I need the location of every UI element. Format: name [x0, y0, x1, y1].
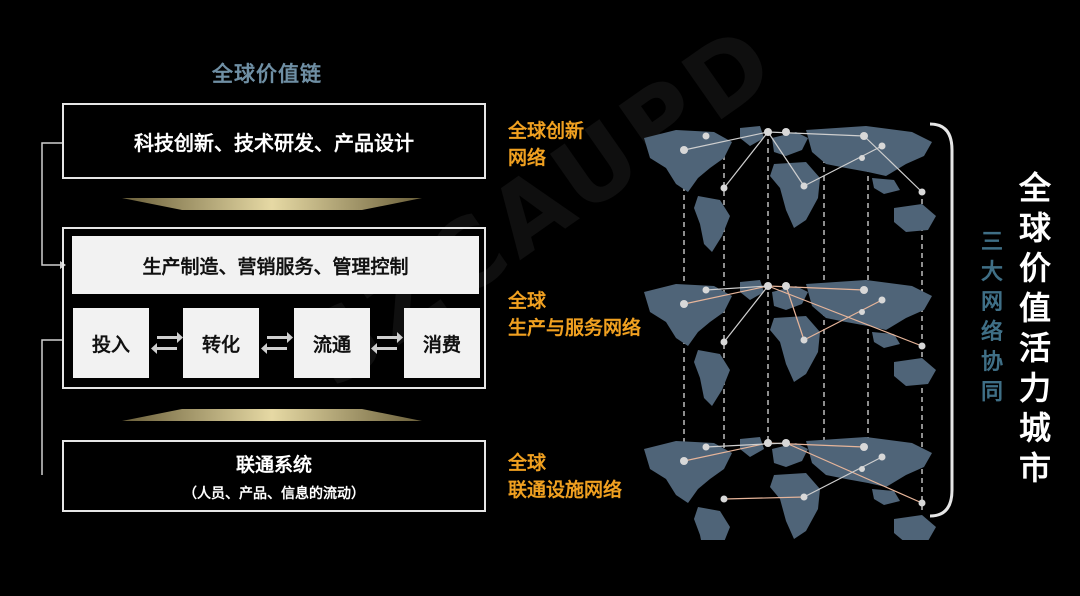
- city-char: 市: [1018, 449, 1051, 487]
- production-network-line1: 全球: [508, 290, 547, 312]
- city-char: 城: [1018, 409, 1051, 447]
- connection-system-box: 联通系统 （人员、产品、信息的流动）: [62, 440, 486, 512]
- production-frame: [62, 227, 486, 389]
- city-char: 价: [1018, 249, 1051, 287]
- tech-innovation-box: 科技创新、技术研发、产品设计: [62, 103, 486, 179]
- right-brace: [929, 122, 954, 518]
- step-consume: 消费: [404, 308, 480, 378]
- step-input: 投入: [73, 308, 149, 378]
- exchange-arrows-icon: [261, 332, 293, 354]
- innovation-network-line2: 网络: [508, 147, 547, 169]
- lower-chevron-bar: [122, 409, 422, 421]
- tech-innovation-label: 科技创新、技术研发、产品设计: [134, 130, 414, 155]
- production-bar: 生产制造、营销服务、管理控制: [72, 236, 479, 294]
- connection-network-line1: 全球: [508, 452, 547, 474]
- innovation-network-line1: 全球创新: [508, 120, 585, 142]
- innovation-network-label: 全球创新 网络: [508, 118, 584, 172]
- step-transform: 转化: [183, 308, 259, 378]
- connection-network-label: 全球 联通设施网络: [508, 450, 622, 504]
- production-network-line2: 生产与服务网络: [508, 317, 642, 339]
- city-char: 活: [1018, 329, 1051, 367]
- exchange-arrows-icon: [371, 332, 403, 354]
- collab-char: 同: [980, 380, 1003, 405]
- value-chain-title: 全球价值链: [212, 62, 322, 86]
- upper-chevron-bar: [122, 198, 422, 210]
- city-char: 力: [1018, 369, 1051, 407]
- connection-network-line2: 联通设施网络: [508, 479, 623, 501]
- city-char: 值: [1018, 289, 1051, 327]
- collab-char: 络: [980, 320, 1003, 345]
- city-char: 全: [1018, 169, 1051, 207]
- world-network-maps: [644, 126, 936, 540]
- connection-system-label: 联通系统: [235, 453, 312, 476]
- collab-char: 协: [980, 350, 1003, 375]
- three-networks-collab-label: 三 大 网 络 协 同: [978, 228, 1006, 408]
- city-char: 球: [1018, 209, 1051, 247]
- step-circulate: 流通: [294, 308, 370, 378]
- collab-char: 三: [980, 230, 1003, 255]
- collab-char: 网: [980, 290, 1003, 315]
- connection-system-sublabel: （人员、产品、信息的流动）: [183, 485, 365, 502]
- global-value-city-label: 全 球 价 值 活 力 城 市: [1015, 168, 1055, 488]
- production-network-label: 全球 生产与服务网络: [508, 288, 641, 342]
- exchange-arrows-icon: [151, 332, 183, 354]
- collab-char: 大: [980, 260, 1003, 285]
